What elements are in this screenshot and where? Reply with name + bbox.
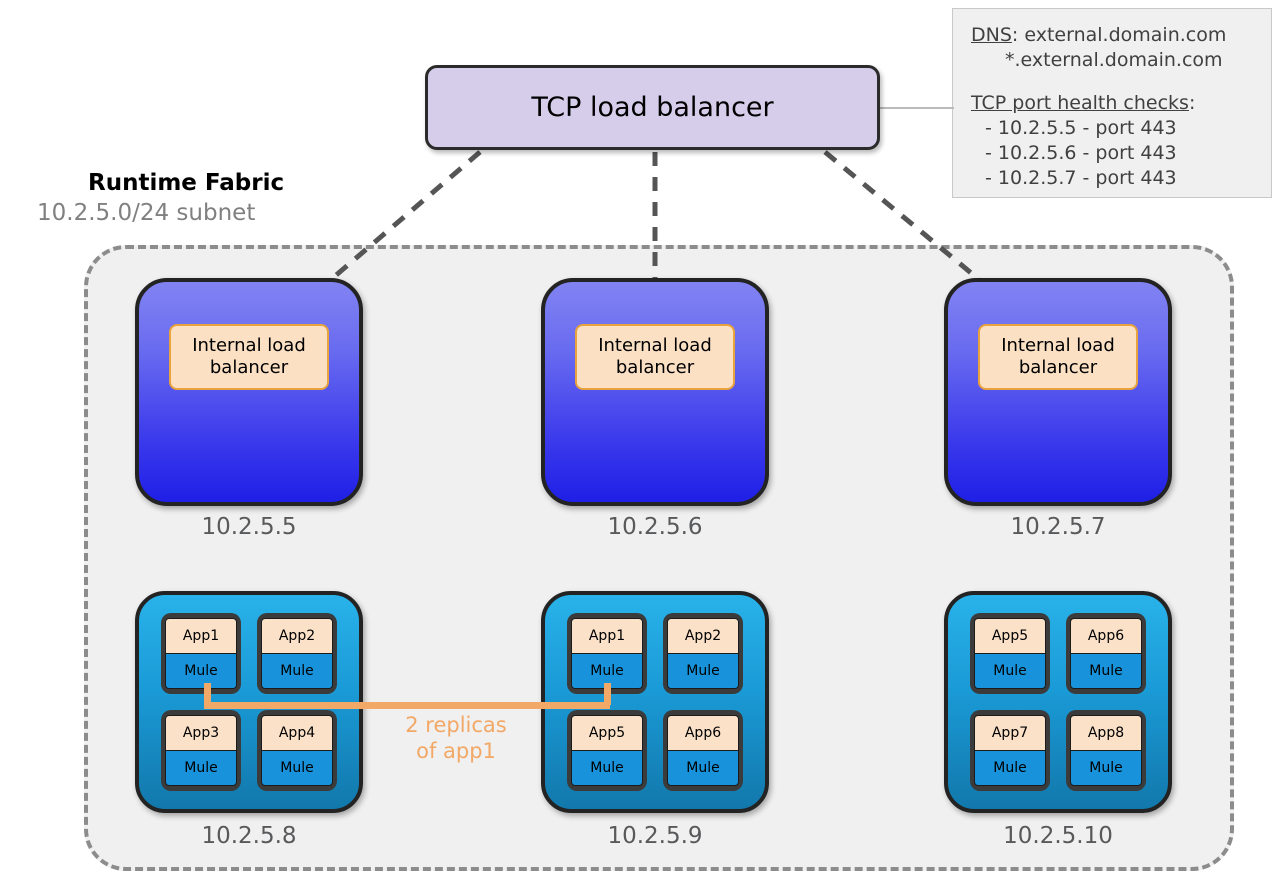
pod-runtime-name: Mule [667, 653, 739, 689]
pod-3-2[interactable]: App6 Mule [1066, 613, 1146, 694]
pod-runtime-name: Mule [1070, 653, 1142, 689]
legend-health-title: TCP port health checks [971, 92, 1189, 114]
pod-runtime-name: Mule [165, 653, 237, 689]
legend-connector-line [880, 107, 954, 109]
pod-2-1[interactable]: App1 Mule [567, 613, 647, 694]
pod-2-3[interactable]: App5 Mule [567, 710, 647, 791]
ilb-node-ip-1: 10.2.5.5 [201, 514, 297, 540]
legend-dns-value: external.domain.com [1024, 24, 1227, 46]
pod-runtime-name: Mule [1070, 750, 1142, 786]
pod-app-name: App1 [571, 618, 643, 653]
internal-load-balancer-box-1: Internal load balancer [169, 324, 329, 390]
internal-load-balancer-box-3: Internal load balancer [978, 324, 1138, 390]
internal-load-balancer-box-2: Internal load balancer [575, 324, 735, 390]
pod-runtime-name: Mule [974, 653, 1046, 689]
ilb-node-2[interactable]: Internal load balancer [541, 278, 769, 506]
replica-connector-segment-left [204, 683, 211, 705]
worker-node-ip-2: 10.2.5.9 [607, 823, 703, 849]
tcp-load-balancer[interactable]: TCP load balancer [425, 65, 880, 150]
worker-node-3[interactable]: App5 Mule App6 Mule App7 Mule App8 Mule [944, 591, 1172, 813]
ilb-node-3[interactable]: Internal load balancer [944, 278, 1172, 506]
pod-runtime-name: Mule [571, 750, 643, 786]
legend-dns-line: DNS: external.domain.com [971, 23, 1271, 48]
pod-runtime-name: Mule [261, 750, 333, 786]
pod-app-name: App3 [165, 715, 237, 750]
legend-health-check-3: - 10.2.5.7 - port 443 [985, 167, 1177, 189]
worker-node-ip-3: 10.2.5.10 [1003, 823, 1113, 849]
pod-runtime-name: Mule [667, 750, 739, 786]
pod-1-4[interactable]: App4 Mule [257, 710, 337, 791]
internal-load-balancer-label-1: Internal load balancer [192, 335, 306, 378]
ilb-node-1[interactable]: Internal load balancer [135, 278, 363, 506]
legend-health-colon: : [1188, 92, 1196, 114]
pod-app-name: App5 [571, 715, 643, 750]
pod-app-name: App6 [667, 715, 739, 750]
replica-annotation-line-1: 2 replicas [405, 713, 507, 737]
runtime-fabric-title: Runtime Fabric [88, 170, 285, 196]
pod-1-3[interactable]: App3 Mule [161, 710, 241, 791]
pod-app-name: App1 [165, 618, 237, 653]
pod-app-name: App5 [974, 618, 1046, 653]
pod-app-name: App8 [1070, 715, 1142, 750]
legend-health-title-line: TCP port health checks: [971, 91, 1271, 116]
worker-node-2[interactable]: App1 Mule App2 Mule App5 Mule App6 Mule [541, 591, 769, 813]
ilb-node-ip-2: 10.2.5.6 [607, 514, 703, 540]
pod-app-name: App7 [974, 715, 1046, 750]
replica-connector-segment-horizontal [204, 702, 610, 709]
runtime-fabric-subnet: 10.2.5.0/24 subnet [37, 200, 256, 226]
internal-load-balancer-label-2: Internal load balancer [598, 335, 712, 378]
pod-2-2[interactable]: App2 Mule [663, 613, 743, 694]
worker-node-ip-1: 10.2.5.8 [201, 823, 297, 849]
pod-app-name: App4 [261, 715, 333, 750]
replica-annotation: 2 replicas of app1 [386, 712, 526, 764]
pod-3-1[interactable]: App5 Mule [970, 613, 1050, 694]
legend-spacer [971, 73, 1271, 91]
legend-dns-colon: : [1011, 24, 1019, 46]
pod-1-1[interactable]: App1 Mule [161, 613, 241, 694]
pod-2-4[interactable]: App6 Mule [663, 710, 743, 791]
ilb-node-ip-3: 10.2.5.7 [1010, 514, 1106, 540]
internal-load-balancer-label-3: Internal load balancer [1001, 335, 1115, 378]
pod-runtime-name: Mule [974, 750, 1046, 786]
pod-1-2[interactable]: App2 Mule [257, 613, 337, 694]
pod-3-3[interactable]: App7 Mule [970, 710, 1050, 791]
legend-dns-label: DNS [971, 24, 1012, 46]
legend-dns-wildcard: *.external.domain.com [1005, 49, 1223, 71]
pod-app-name: App2 [667, 618, 739, 653]
replica-connector-segment-right [604, 683, 611, 705]
legend-health-check-2: - 10.2.5.6 - port 443 [985, 142, 1177, 164]
pod-runtime-name: Mule [261, 653, 333, 689]
pod-app-name: App6 [1070, 618, 1142, 653]
pod-runtime-name: Mule [165, 750, 237, 786]
replica-annotation-line-2: of app1 [416, 739, 496, 763]
pod-3-4[interactable]: App8 Mule [1066, 710, 1146, 791]
legend-health-check-1: - 10.2.5.5 - port 443 [985, 117, 1177, 139]
tcp-load-balancer-label: TCP load balancer [531, 92, 774, 123]
legend-panel: DNS: external.domain.com *.external.doma… [952, 8, 1272, 198]
pod-app-name: App2 [261, 618, 333, 653]
